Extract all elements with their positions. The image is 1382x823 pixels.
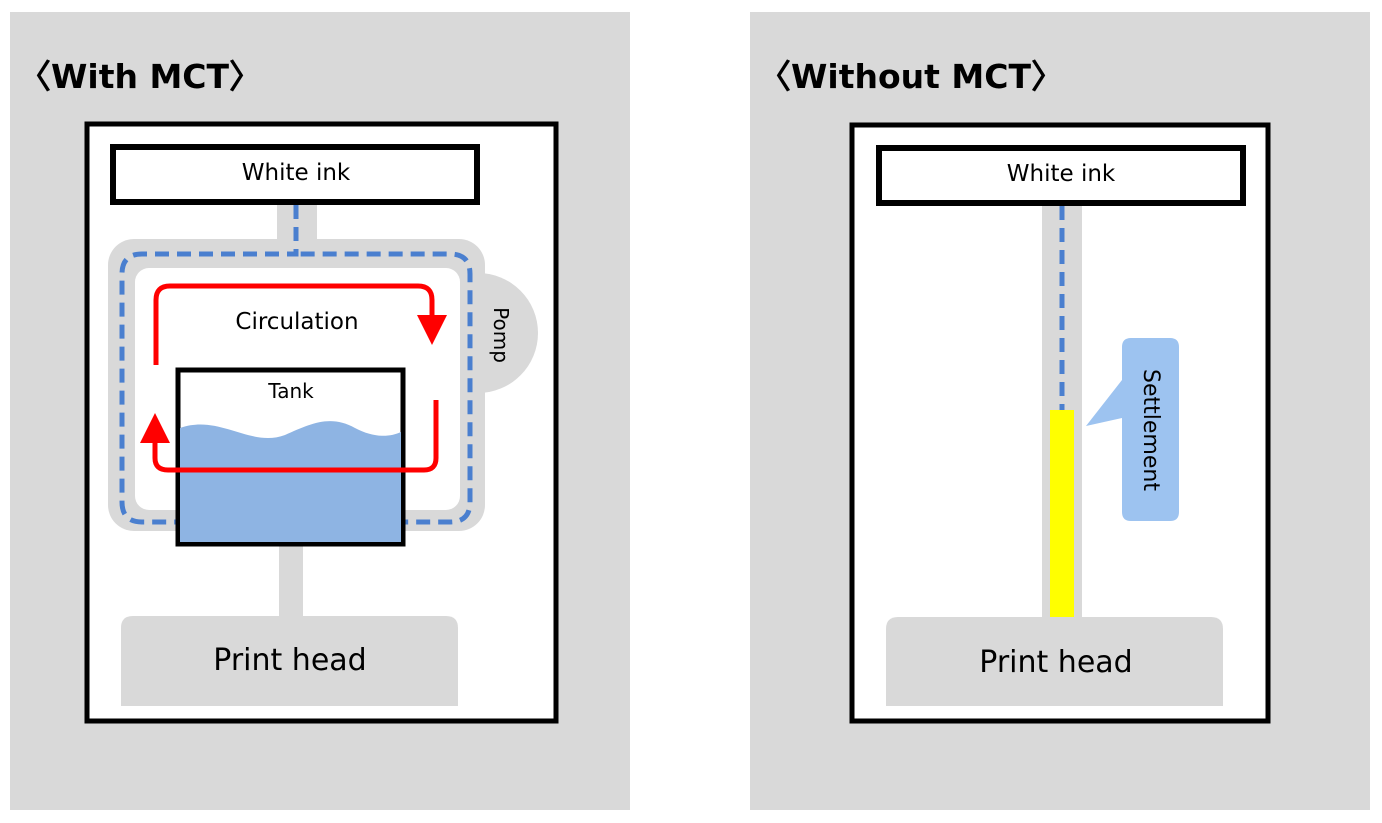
white-ink-label: White ink bbox=[1007, 161, 1116, 187]
white-ink-box bbox=[110, 144, 480, 205]
print-head bbox=[121, 616, 458, 706]
circulation-arrow-bottom bbox=[140, 400, 439, 473]
without-mct-title: 〈Without MCT〉 bbox=[758, 57, 1064, 96]
with-mct-diagram: Pomp Tank Circulation White ink Print he… bbox=[84, 121, 559, 724]
print-head-label: Print head bbox=[213, 643, 366, 678]
tank-label: Tank bbox=[267, 379, 314, 403]
white-ink-label: White ink bbox=[242, 160, 351, 186]
settlement-callout bbox=[1086, 338, 1179, 521]
ink-flow-dashed-line bbox=[119, 205, 473, 525]
settlement-sediment bbox=[1050, 410, 1074, 618]
without-mct-diagram: Settlement White ink Print head bbox=[849, 122, 1271, 724]
pump-label: Pomp bbox=[489, 307, 513, 363]
print-head-supply-pipe bbox=[279, 545, 303, 620]
tank-ink-level bbox=[180, 421, 401, 542]
settlement-label: Settlement bbox=[1138, 369, 1163, 491]
white-ink-box bbox=[876, 145, 1246, 206]
print-head-label: Print head bbox=[979, 645, 1132, 680]
circulation-arrow-top bbox=[153, 283, 447, 365]
circulation-label: Circulation bbox=[235, 309, 358, 335]
print-head bbox=[886, 617, 1223, 706]
with-mct-title: 〈With MCT〉 bbox=[18, 57, 263, 96]
